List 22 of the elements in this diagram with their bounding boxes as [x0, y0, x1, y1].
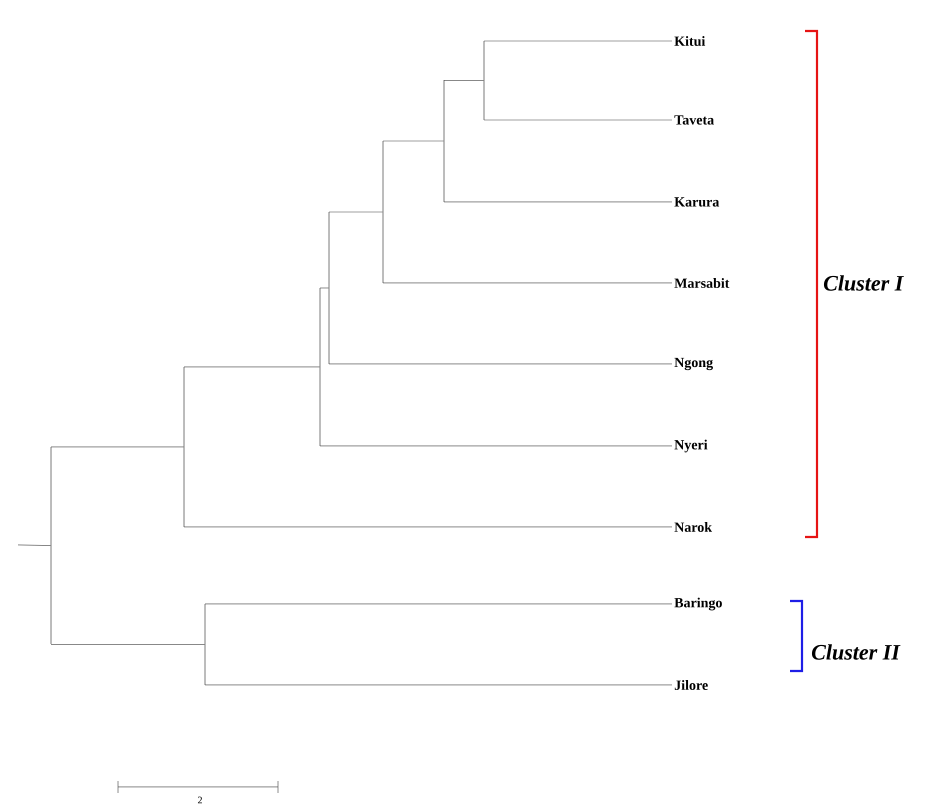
- leaf-label: Nyeri: [674, 440, 708, 452]
- tree-branch: [50, 644, 205, 645]
- leaf-label: Narok: [674, 522, 712, 532]
- tree-branch: [184, 366, 320, 368]
- tree-branch: [444, 80, 484, 81]
- tree-branch: [18, 544, 51, 546]
- leaf-label: Karura: [674, 197, 720, 207]
- tree-branch: [484, 40, 672, 42]
- scale-label: 2: [198, 796, 202, 804]
- leaf-label: Taveta: [674, 115, 714, 125]
- leaf-label: Ngong: [674, 358, 713, 370]
- tree-branch: [50, 446, 184, 448]
- leaf-label: Baringo: [674, 598, 722, 610]
- tree-branch: [184, 526, 672, 528]
- leaf-label: Marsabit: [674, 278, 730, 288]
- cluster-label: Cluster I: [824, 275, 904, 291]
- tree-branch: [204, 684, 672, 686]
- tree-branch: [382, 140, 444, 142]
- leaf-label: Jilore: [674, 680, 708, 690]
- cluster-label: Cluster II: [812, 644, 900, 660]
- leaf-label: Kitui: [674, 36, 706, 46]
- tree-branch: [382, 282, 672, 284]
